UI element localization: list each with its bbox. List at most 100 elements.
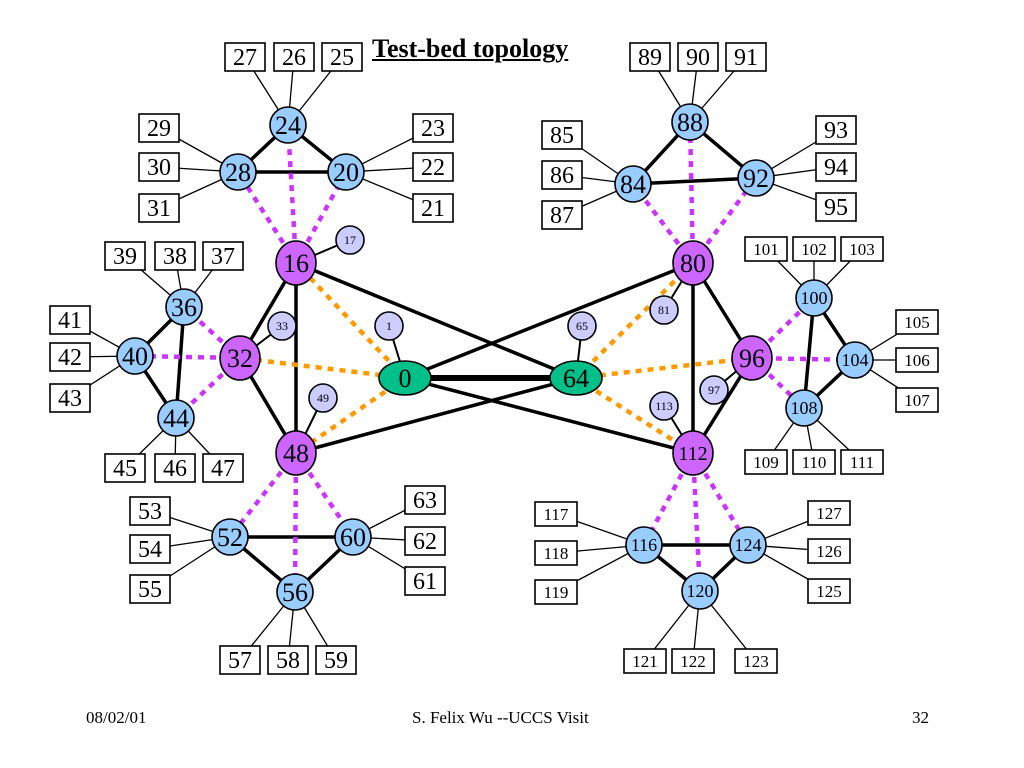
leaf-box-118 (534, 540, 578, 566)
dotted-link-0-32 (239, 355, 406, 381)
link-16-64 (295, 261, 577, 380)
leaf-label-107: 107 (904, 391, 930, 410)
node-label-0: 0 (399, 364, 412, 393)
slide-title: Test-bed topology (372, 34, 569, 63)
leaf-label-89: 89 (638, 45, 662, 71)
node-label-17: 17 (344, 233, 356, 247)
leaf-box-93 (815, 115, 857, 145)
leaf-label-21: 21 (421, 196, 445, 222)
leaf-label-42: 42 (58, 345, 82, 371)
leaf-box-46 (154, 453, 196, 483)
leaf-box-117 (534, 501, 578, 527)
leaf-label-95: 95 (824, 195, 848, 221)
node-52 (211, 518, 249, 556)
leaf-box-53 (129, 496, 171, 526)
node-label-97: 97 (708, 383, 720, 397)
leaf-box-119 (534, 579, 578, 605)
leaf-box-101 (744, 236, 788, 262)
node-label-56: 56 (282, 578, 308, 607)
leaf-box-41 (49, 305, 91, 335)
node-label-32: 32 (227, 344, 253, 373)
leaf-box-109 (744, 449, 788, 475)
leaf-box-122 (671, 648, 715, 674)
node-label-81: 81 (658, 303, 670, 317)
node-36 (165, 288, 203, 326)
leaf-box-111 (840, 449, 884, 475)
node-label-33: 33 (276, 319, 288, 333)
node-label-84: 84 (620, 170, 646, 199)
leaf-label-91: 91 (734, 45, 758, 71)
leaf-label-53: 53 (138, 499, 162, 525)
node-80 (672, 240, 714, 286)
leaf-box-42 (49, 342, 91, 372)
node-113 (649, 391, 679, 421)
leaf-box-57 (219, 645, 261, 675)
leaf-box-107 (895, 387, 939, 413)
leaf-box-62 (404, 526, 446, 556)
dotted-link-64-80 (574, 261, 695, 380)
leaf-label-41: 41 (58, 308, 82, 334)
leaf-label-90: 90 (686, 45, 710, 71)
leaf-label-46: 46 (163, 456, 187, 482)
leaf-box-21 (412, 193, 454, 223)
node-88 (671, 103, 709, 141)
node-label-60: 60 (340, 523, 366, 552)
node-label-48: 48 (283, 439, 309, 468)
leaf-box-26 (273, 42, 315, 72)
leaf-label-30: 30 (147, 155, 171, 181)
node-116 (625, 526, 663, 564)
leaf-label-93: 93 (824, 118, 848, 144)
node-label-52: 52 (217, 523, 243, 552)
leaf-box-31 (138, 193, 180, 223)
leaf-box-85 (541, 120, 583, 150)
leaf-label-37: 37 (211, 244, 235, 270)
link-0-112 (404, 376, 694, 455)
leaf-box-89 (629, 42, 671, 72)
leaf-label-31: 31 (147, 196, 171, 222)
node-64 (549, 360, 603, 396)
footer-center: S. Felix Wu --UCCS Visit (412, 708, 589, 727)
leaf-label-110: 110 (802, 453, 827, 472)
node-32 (219, 335, 261, 381)
leaf-label-103: 103 (849, 240, 875, 259)
leaf-label-102: 102 (801, 240, 827, 259)
leaf-label-127: 127 (816, 504, 842, 523)
node-20 (327, 153, 365, 191)
node-label-120: 120 (687, 581, 714, 601)
node-label-24: 24 (275, 111, 301, 140)
node-24 (269, 106, 307, 144)
node-112 (672, 430, 714, 476)
node-label-100: 100 (801, 288, 828, 308)
leaf-box-126 (807, 538, 851, 564)
leaf-box-30 (138, 152, 180, 182)
node-56 (276, 573, 314, 611)
leaf-label-43: 43 (58, 386, 82, 412)
leaf-label-25: 25 (330, 45, 354, 71)
leaf-label-62: 62 (413, 529, 437, 555)
leaf-box-43 (49, 383, 91, 413)
node-40 (116, 337, 154, 375)
node-65 (567, 311, 597, 341)
node-81 (649, 295, 679, 325)
node-28 (219, 153, 257, 191)
leaf-label-59: 59 (324, 648, 348, 674)
leaf-box-91 (725, 42, 767, 72)
leaf-label-119: 119 (544, 583, 569, 602)
node-label-16: 16 (283, 249, 309, 278)
node-label-44: 44 (163, 404, 189, 433)
leaf-label-57: 57 (228, 648, 252, 674)
node-60 (334, 518, 372, 556)
leaf-box-103 (840, 236, 884, 262)
node-label-40: 40 (122, 342, 148, 371)
leaf-box-106 (895, 347, 939, 373)
node-97 (699, 375, 729, 405)
leaf-label-39: 39 (113, 244, 137, 270)
leaf-label-109: 109 (753, 453, 779, 472)
leaf-box-86 (541, 160, 583, 190)
footer-date: 08/02/01 (86, 708, 147, 727)
node-17 (335, 225, 365, 255)
leaf-box-123 (734, 648, 778, 674)
